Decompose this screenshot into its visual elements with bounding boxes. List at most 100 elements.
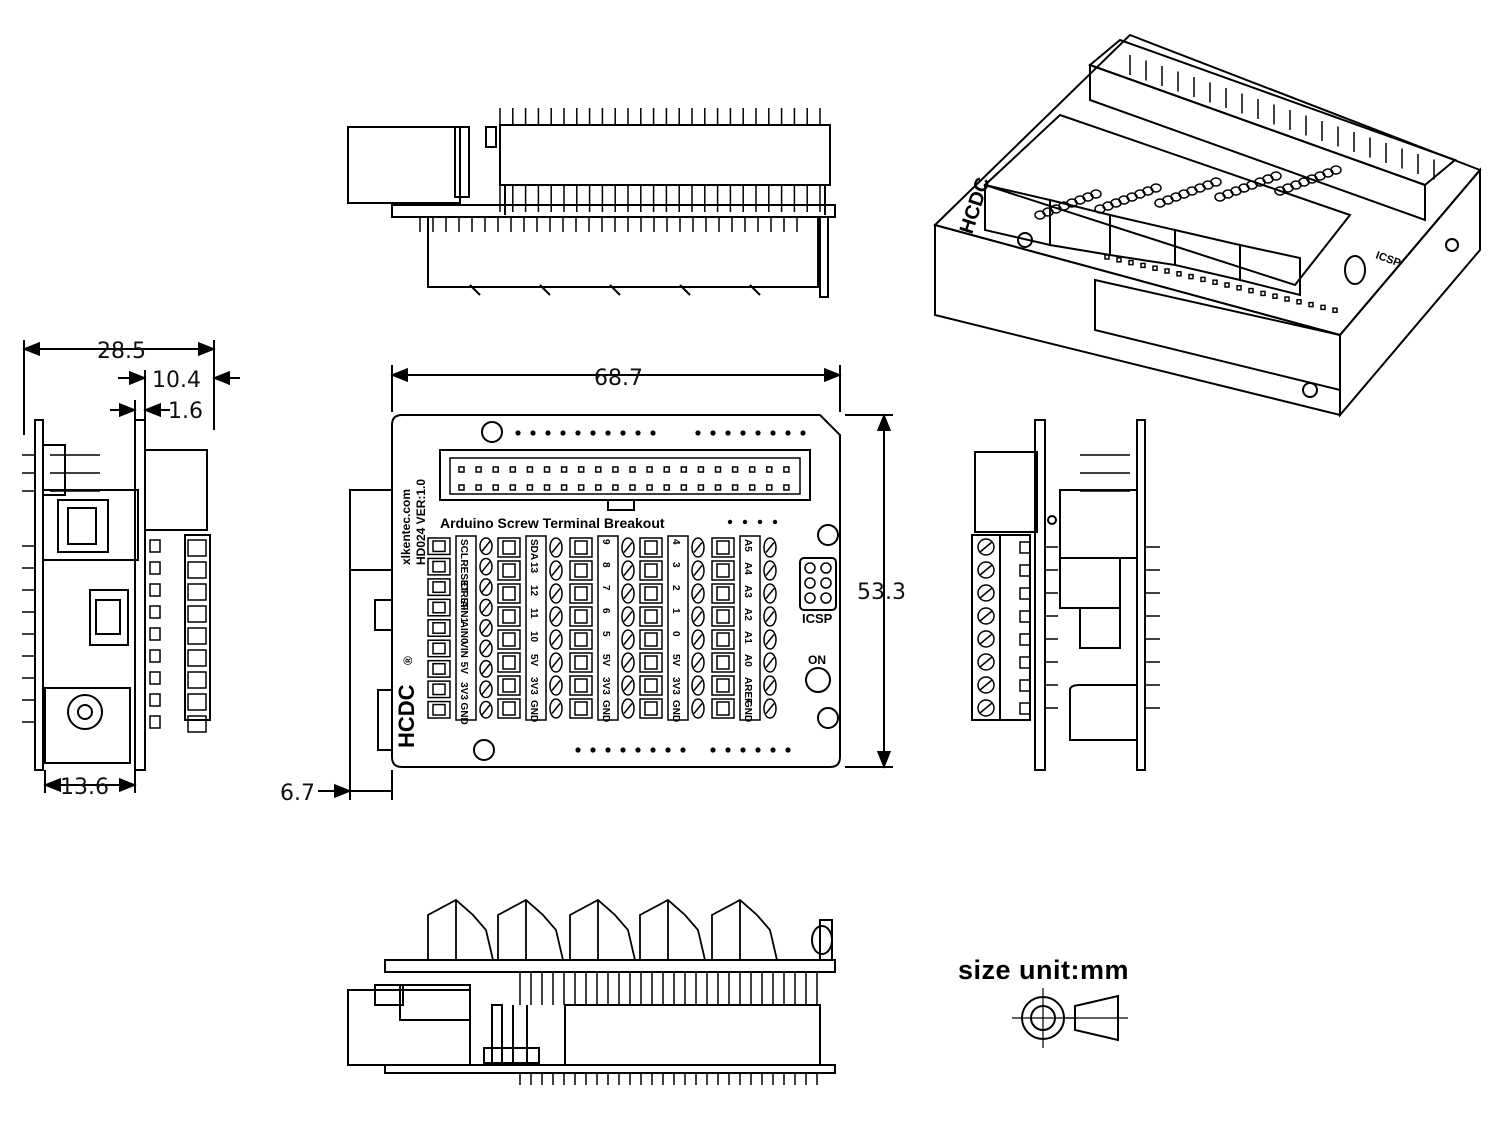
pad-dot <box>725 430 731 436</box>
terminal-pad-inner <box>432 683 446 696</box>
screw-slot <box>765 588 775 599</box>
terminal-pad-inner <box>502 701 516 716</box>
screw-head <box>763 606 777 627</box>
terminal-pad <box>569 675 593 696</box>
iso-pad <box>1140 262 1146 269</box>
header-hole <box>577 466 585 473</box>
screw-slot <box>551 680 561 691</box>
pad-dot <box>710 430 716 436</box>
pad-dot <box>545 430 551 436</box>
screw-head <box>763 629 777 650</box>
terminal-pad <box>497 652 521 673</box>
terminal-pad-inner <box>716 609 730 624</box>
pad-dot <box>635 430 641 436</box>
side-screw <box>187 627 207 645</box>
iso-pad <box>1128 259 1134 266</box>
icsp-label: ICSP <box>802 611 833 626</box>
pad-dot <box>772 519 778 525</box>
header-hole <box>766 484 773 491</box>
dimension-jack-depth: 13.6 <box>60 775 109 800</box>
pad-dot <box>755 747 761 753</box>
dimension-pcb-thickness: 1.6 <box>168 399 203 424</box>
terminal-pad <box>497 537 521 558</box>
screw-slot <box>693 611 703 622</box>
terminal-pad-inner <box>432 560 446 573</box>
screw-head <box>691 537 705 558</box>
terminal-pad <box>639 537 663 558</box>
header-hole <box>509 466 517 473</box>
iso-screw <box>1330 165 1342 175</box>
side-terminal <box>1019 702 1031 715</box>
terminal-pad-inner <box>644 609 658 624</box>
board-model: HD024 VER:1.0 <box>414 479 428 565</box>
terminal-pad <box>711 583 735 604</box>
iso-pad <box>1332 307 1338 313</box>
iso-screw <box>1090 189 1102 199</box>
terminal-pad-inner <box>432 581 446 594</box>
side-screw <box>187 693 207 711</box>
board-registered: ® <box>401 656 415 665</box>
pin-label: A1 <box>742 631 753 644</box>
header-hole <box>714 484 722 491</box>
header-hole <box>714 466 722 473</box>
terminal-pad <box>497 629 521 650</box>
pin-label-strip <box>597 535 619 721</box>
header-hole <box>783 484 790 491</box>
terminal-pad-inner <box>574 586 588 601</box>
pad-dot <box>635 747 641 753</box>
header-hole <box>492 484 499 491</box>
screw-slot <box>481 602 491 614</box>
terminal-pad-inner <box>644 586 658 601</box>
iso-pad <box>1296 299 1302 305</box>
pad-dot <box>710 747 716 753</box>
iso-pad <box>1236 285 1242 291</box>
screw-slot <box>481 683 491 695</box>
screw-slot <box>693 703 703 714</box>
terminal-pad-inner <box>644 632 658 647</box>
screw-head <box>621 629 635 650</box>
screw-head <box>549 560 563 581</box>
pin-label: 11 <box>528 608 539 619</box>
iso-screw <box>1150 183 1162 193</box>
pin-label: 5 <box>600 631 611 637</box>
terminal-pad-inner <box>574 655 588 670</box>
screw-head <box>621 560 635 581</box>
terminal-pad <box>427 578 451 597</box>
header-hole <box>612 466 619 473</box>
terminal-pad-inner <box>574 563 588 578</box>
pin-label: 3V3 <box>670 677 681 695</box>
screw-slot <box>693 588 703 599</box>
iso-pad <box>1212 279 1218 285</box>
bottom-side-view <box>347 898 836 1085</box>
pad-dot <box>727 519 733 525</box>
screw-slot <box>765 565 775 576</box>
screw-head <box>691 675 705 696</box>
screw-slot <box>481 663 491 675</box>
screw-head <box>621 606 635 627</box>
terminal-pad-inner <box>502 609 516 624</box>
pin-label: 3V3 <box>528 677 539 695</box>
on-label: ON <box>808 653 826 667</box>
screw-slot <box>765 634 775 645</box>
pin-label: AIN0 <box>458 621 469 644</box>
screw-slot <box>693 565 703 576</box>
side-terminal <box>1019 679 1031 692</box>
terminal-pad-inner <box>432 642 446 655</box>
iso-pad <box>1260 290 1266 297</box>
terminal-pad <box>427 700 451 719</box>
terminal-pad-inner <box>716 655 730 670</box>
header-hole <box>526 466 534 473</box>
left-side-view <box>22 340 240 793</box>
header-hole <box>646 484 653 491</box>
pad-dot <box>590 747 596 753</box>
pad-dot <box>515 430 521 436</box>
screw-slot <box>765 703 775 714</box>
screw-slot <box>765 542 775 553</box>
pad-dot <box>755 430 761 436</box>
terminal-pad <box>427 598 451 617</box>
pin-label: 5V <box>600 654 611 667</box>
iso-screw <box>1270 171 1282 181</box>
terminal-pad-inner <box>716 563 730 578</box>
iso-pad <box>1308 301 1314 308</box>
terminal-pad-inner <box>716 701 730 716</box>
